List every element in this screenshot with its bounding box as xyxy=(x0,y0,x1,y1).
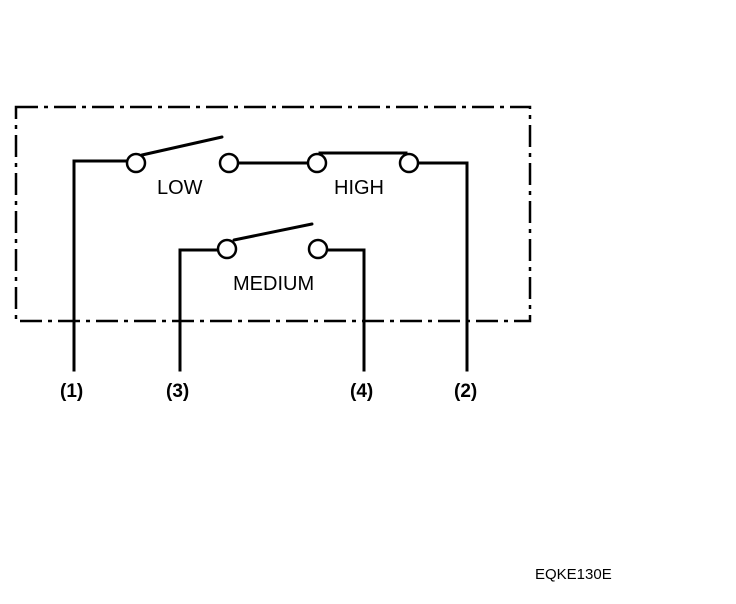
low-right-terminal xyxy=(218,152,240,174)
low-switch-blade xyxy=(140,135,224,157)
pin3-lead-wire xyxy=(178,248,220,372)
medium-left-terminal xyxy=(216,238,238,260)
low-switch-label: LOW xyxy=(157,177,203,199)
low-left-terminal xyxy=(125,152,147,174)
medium-right-terminal xyxy=(307,238,329,260)
switch-housing-outline xyxy=(14,105,532,323)
figure-code-label: EQKE130E xyxy=(535,566,612,583)
pin4-label: (4) xyxy=(350,381,373,402)
high-left-terminal xyxy=(306,152,328,174)
medium-switch-blade xyxy=(232,222,314,242)
high-switch-label: HIGH xyxy=(334,177,384,199)
pin2-lead-wire xyxy=(416,161,469,372)
medium-switch-label: MEDIUM xyxy=(233,273,314,295)
pin1-lead-wire xyxy=(72,159,130,372)
high-right-terminal xyxy=(398,152,420,174)
pin4-lead-wire xyxy=(325,248,366,372)
pin2-label: (2) xyxy=(454,381,477,402)
pin3-label: (3) xyxy=(166,381,189,402)
pin1-label: (1) xyxy=(60,381,83,402)
